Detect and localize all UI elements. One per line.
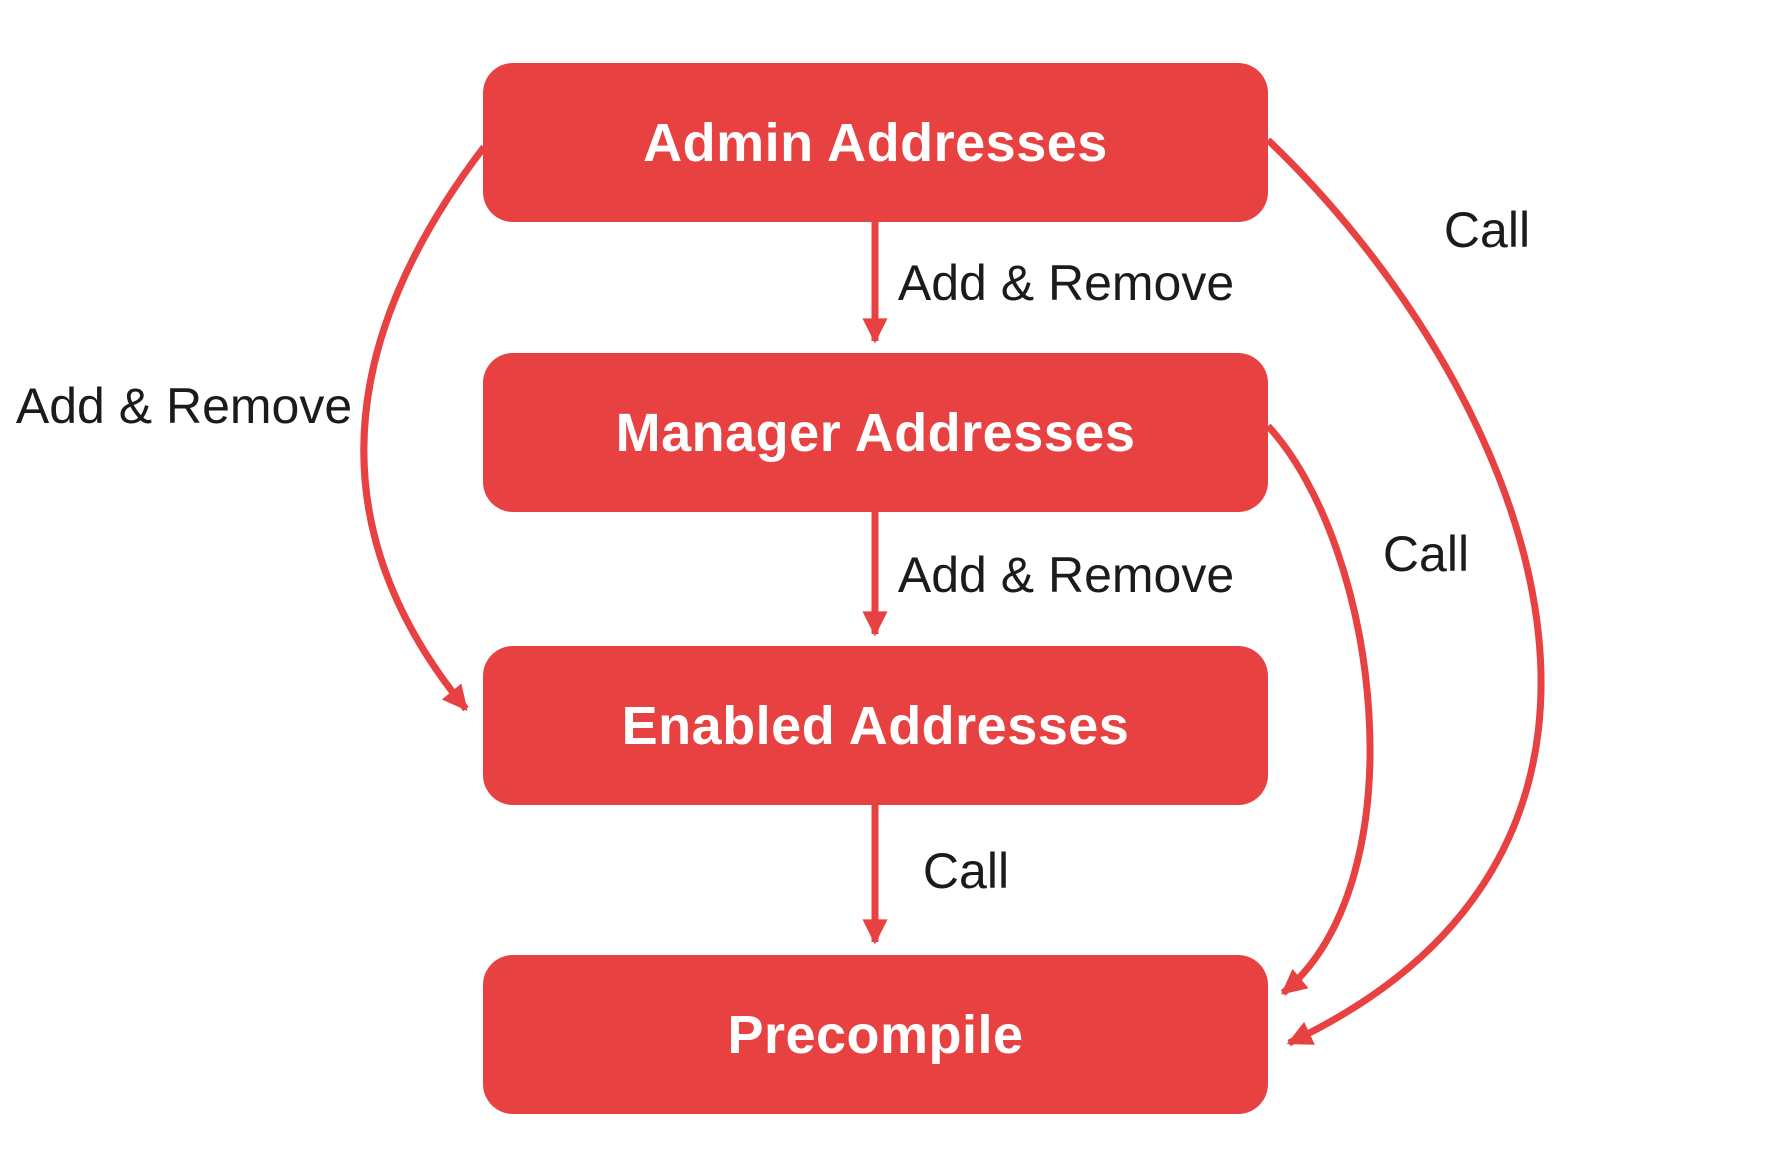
node-enabled-addresses: Enabled Addresses	[483, 646, 1268, 805]
edge-label-admin-to-enabled: Add & Remove	[15, 378, 353, 434]
node-admin-addresses: Admin Addresses	[483, 63, 1268, 222]
edge-label-admin-to-precompile: Call	[1443, 202, 1531, 258]
edge-admin-to-enabled-arrow	[360, 144, 487, 712]
edge-label-manager-to-enabled: Add & Remove	[897, 547, 1235, 603]
edge-label-manager-to-precompile: Call	[1382, 526, 1470, 582]
node-manager-addresses-label: Manager Addresses	[615, 402, 1136, 463]
node-manager-addresses: Manager Addresses	[483, 353, 1268, 512]
edge-admin-to-precompile-arrow	[1265, 137, 1545, 1047]
node-precompile: Precompile	[483, 955, 1268, 1114]
node-enabled-addresses-label: Enabled Addresses	[621, 695, 1130, 756]
edge-label-admin-to-manager: Add & Remove	[897, 255, 1235, 311]
edge-label-enabled-to-precompile: Call	[922, 843, 1010, 899]
edge-manager-to-precompile-arrow	[1265, 423, 1374, 996]
node-admin-addresses-label: Admin Addresses	[643, 112, 1108, 173]
node-precompile-label: Precompile	[727, 1004, 1024, 1065]
